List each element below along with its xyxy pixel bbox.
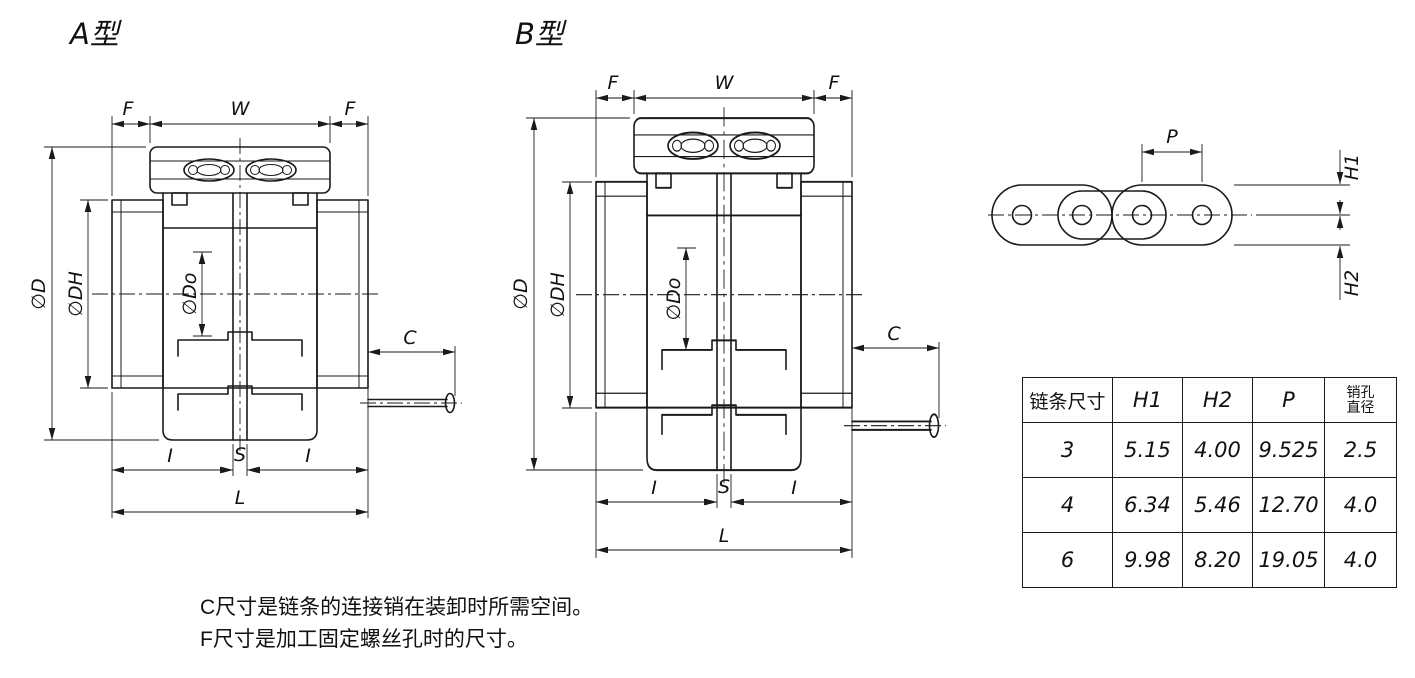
dim-label-i-right: I [305,445,311,467]
cell-pin-dia: 4.0 [1324,532,1397,588]
dim-label-w: W [715,72,735,94]
dim-label-p: P [1166,126,1178,148]
cell-pin-dia: 2.5 [1324,422,1397,478]
dim-label-f-left: F [608,72,620,94]
chain-links [991,184,1233,246]
cell-h2: 8.20 [1182,532,1253,588]
coupling-b-view: F W F ∅D ∅DH ∅Do C [510,72,947,558]
cell-size: 4 [1022,477,1113,533]
note-line-f: F尺寸是加工固定螺丝孔时的尺寸。 [200,628,528,651]
dim-label-phi-dh: ∅DH [65,271,87,316]
note-line-c: C尺寸是链条的连接销在装卸时所需空间。 [200,596,594,619]
drawing-a-title: A型 [68,17,122,51]
dim-label-h1: H1 [1341,154,1363,180]
dim-label-l: L [719,525,730,547]
dim-label-phi-do: ∅Do [179,273,201,316]
coupling-a-body [91,137,463,453]
dim-label-f-left: F [123,98,135,120]
cell-pin-dia: 4.0 [1324,477,1397,533]
header-h1: H1 [1112,377,1183,423]
dim-label-phi-do: ∅Do [663,278,685,321]
dim-label-i-right: I [791,477,797,499]
dim-label-f-right: F [829,72,841,94]
table-row: 4 6.34 5.46 12.70 4.0 [1022,477,1397,533]
cell-p: 9.525 [1252,422,1325,478]
cell-h1: 6.34 [1112,477,1183,533]
chain-dimensions: P H1 H2 [1141,126,1363,300]
dim-label-f-right: F [345,98,357,120]
dim-label-i-left: I [651,477,657,499]
dim-label-i-left: I [167,445,173,467]
header-chain-size: 链条尺寸 [1022,377,1113,423]
coupling-a-dimensions: F W F ∅D ∅DH ∅Do C [28,98,456,518]
cell-h1: 5.15 [1112,422,1183,478]
cell-h1: 9.98 [1112,532,1183,588]
dim-label-phi-dh: ∅DH [547,272,569,317]
dim-label-phi-d: ∅D [28,278,50,309]
cell-p: 12.70 [1252,477,1325,533]
dim-label-c: C [887,323,901,345]
dim-label-c: C [403,327,417,349]
cell-size: 3 [1022,422,1113,478]
footnotes: C尺寸是链条的连接销在装卸时所需空间。 F尺寸是加工固定螺丝孔时的尺寸。 [200,592,593,656]
chain-detail-view: P H1 H2 [988,126,1363,300]
cell-h2: 4.00 [1182,422,1253,478]
table-row: 3 5.15 4.00 9.525 2.5 [1022,422,1397,478]
cell-h2: 5.46 [1182,477,1253,533]
header-p: P [1252,377,1325,423]
cell-size: 6 [1022,532,1113,588]
dim-label-s: S [718,476,730,498]
dim-label-s: S [234,444,246,466]
coupling-b-dimensions: F W F ∅D ∅DH ∅Do C [510,72,940,558]
dim-label-phi-d: ∅D [510,278,532,309]
dim-label-w: W [231,98,251,120]
header-h2: H2 [1182,377,1253,423]
drawing-b-title: B型 [515,17,567,51]
cell-p: 19.05 [1252,532,1325,588]
chain-spec-table: 链条尺寸 H1 H2 P 销孔 直径 3 5.15 4.00 9.525 2.5… [1022,377,1397,588]
dim-label-h2: H2 [1341,270,1363,296]
dim-label-l: L [235,487,246,509]
header-pin-hole-dia: 销孔 直径 [1324,377,1397,423]
coupling-a-view: F W F ∅D ∅DH ∅Do C [28,98,463,518]
table-row: 6 9.98 8.20 19.05 4.0 [1022,532,1397,588]
coupling-b-body [575,106,947,486]
table-header-row: 链条尺寸 H1 H2 P 销孔 直径 [1022,377,1397,423]
